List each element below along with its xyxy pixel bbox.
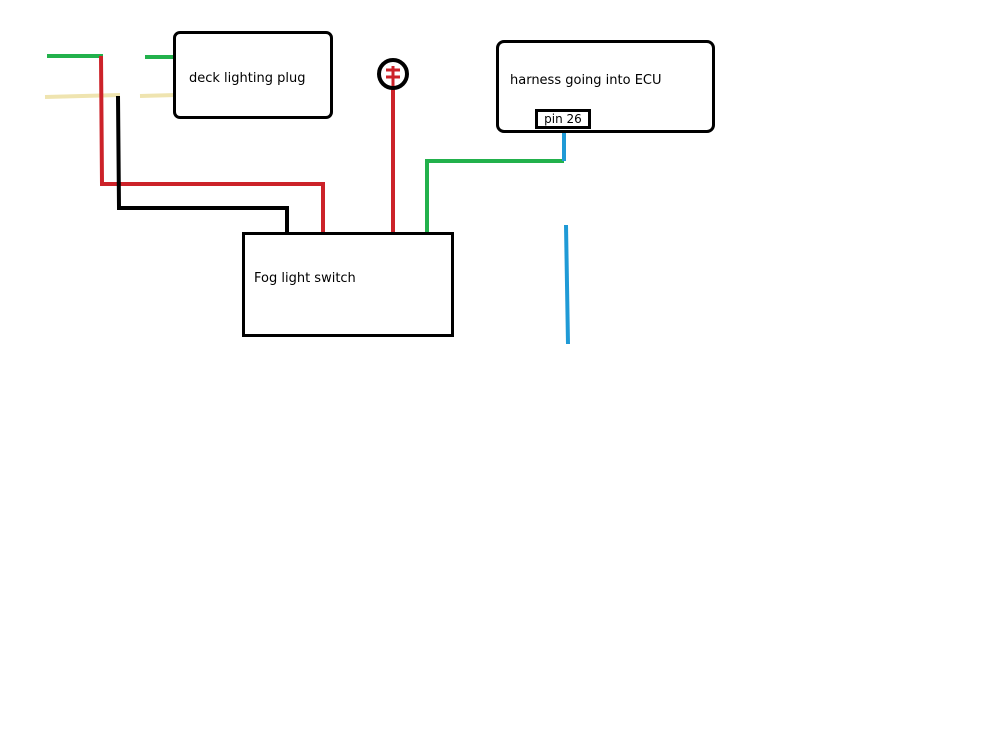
fog-light-switch-box: Fog light switch — [242, 232, 454, 337]
tan-wire-stub-left — [44, 93, 121, 99]
deck-lighting-plug-label: deck lighting plug — [189, 71, 306, 86]
tan-wire-stub-plug — [139, 93, 177, 98]
black-wire-to-switch — [116, 95, 289, 233]
ecu-harness-box: harness going into ECU pin 26 — [496, 40, 715, 133]
deck-lighting-plug-box: deck lighting plug — [173, 31, 333, 119]
ecu-harness-label: harness going into ECU — [510, 73, 662, 88]
blue-wire-loose — [564, 224, 570, 345]
fog-light-switch-label: Fog light switch — [254, 271, 356, 286]
red-wire-to-switch — [99, 55, 325, 233]
pin-26-label: pin 26 — [535, 109, 591, 129]
green-wire-to-ecu — [425, 159, 564, 233]
fuse-power-icon — [377, 58, 409, 90]
